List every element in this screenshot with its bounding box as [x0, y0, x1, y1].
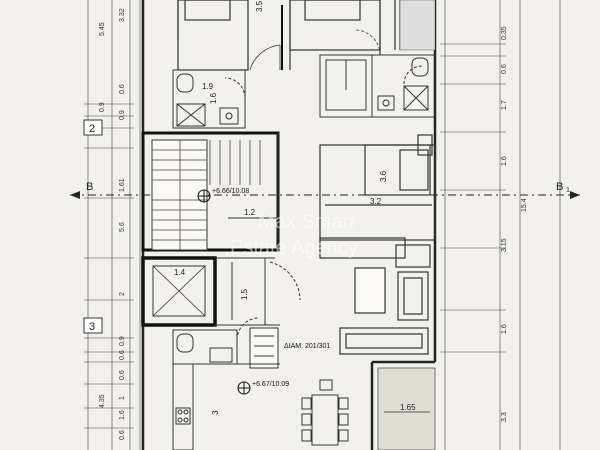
- dim-right-outer: 15.4: [521, 198, 528, 212]
- svg-text:Max Smart: Max Smart: [258, 211, 355, 233]
- lift: [141, 256, 217, 327]
- watermark: Max Smart Estate Agency: [230, 211, 358, 259]
- balcony: [377, 367, 436, 450]
- room-dim-bath-h: 1.6: [209, 92, 218, 104]
- level-living: +6.67/10.09: [237, 381, 289, 395]
- dim-left-mid: 5.6: [119, 222, 126, 232]
- grid-axis-2: 2: [83, 119, 103, 136]
- lobby: [215, 257, 301, 326]
- dim-right-mid: 0.6: [501, 64, 508, 74]
- room-dim-bed-top: 3.5: [255, 0, 264, 12]
- dim-right-mid: 1.7: [501, 100, 508, 110]
- dim-left-mid: 0.6: [119, 350, 126, 360]
- bedroom-right: [319, 134, 436, 259]
- dim-left-mid: 1: [119, 396, 126, 400]
- top-door-arcs: [249, 5, 381, 71]
- dim-right-mid: 3.3: [501, 412, 508, 422]
- apartment-label: ΔΙΑΜ. 201/301: [284, 343, 330, 350]
- room-dim-bed-right-h: 3.6: [379, 170, 388, 182]
- staircase: +6.66/10.08: [141, 131, 280, 252]
- section-mark-left: B: [86, 181, 93, 193]
- dim-left-mid: 0.9: [119, 110, 126, 120]
- dim-right-mid: 1.6: [501, 324, 508, 334]
- grid-axis-3: 3: [83, 317, 103, 334]
- dim-left-mid: 3.32: [119, 8, 126, 22]
- svg-text:2: 2: [89, 123, 95, 135]
- kitchen: [172, 363, 280, 450]
- dim-right-mid: 0.35: [501, 26, 508, 40]
- bath-lower-left: [172, 317, 279, 369]
- svg-text:+6.67/10.09: +6.67/10.09: [252, 381, 289, 388]
- room-dim-bath-w: 1.9: [202, 82, 214, 91]
- room-dim-lift-w: 1.4: [174, 268, 186, 277]
- dim-left-mid: 1.61: [119, 178, 126, 192]
- room-dim-bed-right-w: 3.2: [370, 197, 382, 206]
- top-bedrooms: [177, 0, 436, 71]
- level-stair: +6.66/10.08: [212, 188, 249, 195]
- room-dim-lobby-h: 1.5: [240, 288, 249, 300]
- right-dimension-labels: 15.4 0.35 0.6 1.7 1.6 3.15 1.6 3.3: [501, 26, 528, 422]
- room-dim-corridor-w: 1.2: [244, 208, 256, 217]
- dim-left-outer: 5.45: [99, 22, 106, 36]
- room-dim-balcony-w: 1.65: [400, 403, 416, 412]
- left-dimension-lines: [84, 0, 141, 450]
- dim-left-outer: 4.35: [99, 394, 106, 408]
- dim-left-mid: 0.6: [119, 370, 126, 380]
- svg-text:3: 3: [89, 321, 95, 333]
- dim-left-mid: 0.6: [119, 430, 126, 440]
- dim-left-outer: 0.9: [99, 102, 106, 112]
- section-mark-right-sub: 1: [566, 187, 570, 194]
- upper-right-suite: [319, 54, 436, 118]
- left-dimension-labels: 5.45 0.9 4.35 3.32 0.6 0.9 1.61 5.6 2 0.…: [99, 8, 126, 440]
- dim-right-mid: 3.15: [501, 238, 508, 252]
- dining-table: [301, 379, 349, 446]
- dim-left-mid: 2: [119, 292, 126, 296]
- svg-text:Estate Agency: Estate Agency: [230, 237, 358, 259]
- dim-left-mid: 0.6: [119, 84, 126, 94]
- dim-left-mid: 1.6: [119, 410, 126, 420]
- right-dimension-lines: [440, 0, 561, 450]
- dim-right-mid: 1.6: [501, 156, 508, 166]
- section-mark-right: B: [556, 181, 563, 193]
- bath-upper-left: [172, 69, 246, 129]
- living-room: [339, 244, 431, 355]
- dim-left-mid: 0.9: [119, 336, 126, 346]
- room-dim-kitchen-h: 3: [211, 410, 220, 415]
